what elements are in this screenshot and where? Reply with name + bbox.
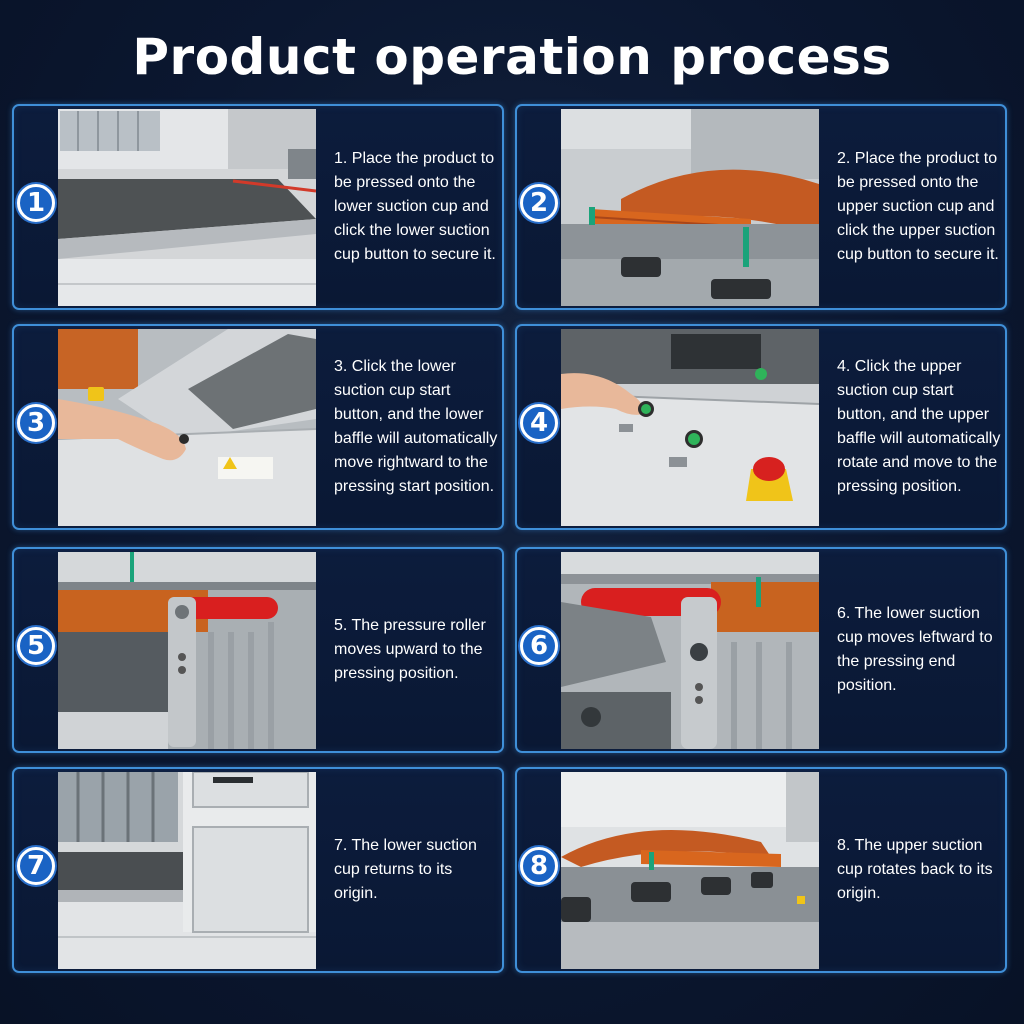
step-description: 2. Place the product to be pressed onto … [837,150,999,263]
step-card-3: 3 3. Click the lower suction cup start b… [12,324,504,530]
step-number-badge: 2 [520,184,558,222]
page-title: Product operation process [132,28,892,86]
step-number-badge: 8 [520,847,558,885]
step-number-badge: 7 [17,847,55,885]
step-card-5: 5 5. The pressure roller moves upward to… [12,547,504,753]
step-number-badge: 3 [17,404,55,442]
step-description: 5. The pressure roller moves upward to t… [334,617,486,682]
step-number-badge: 6 [520,627,558,665]
step-photo [58,109,316,306]
step-photo [58,772,316,969]
step-photo [561,772,819,969]
step-photo [58,329,316,526]
step-card-7: 7 7. The lower suction cup returns to it… [12,767,504,973]
step-description: 3. Click the lower suction cup start but… [334,358,498,495]
step-description: 6. The lower suction cup moves leftward … [837,605,993,694]
step-number-badge: 4 [520,404,558,442]
step-description: 7. The lower suction cup returns to its … [334,837,477,902]
step-card-8: 8 8. The upper suction cup rotates back … [515,767,1007,973]
step-description: 4. Click the upper suction cup start but… [837,358,1001,495]
step-description: 8. The upper suction cup rotates back to… [837,837,993,902]
step-number-badge: 5 [17,627,55,665]
step-photo [561,109,819,306]
step-photo [561,552,819,749]
step-description: 1. Place the product to be pressed onto … [334,150,496,263]
step-photo [561,329,819,526]
step-number-badge: 1 [17,184,55,222]
step-card-6: 6 6. The lower suction cup moves leftwar… [515,547,1007,753]
step-card-2: 2 2. Place the product to be pressed ont… [515,104,1007,310]
step-photo [58,552,316,749]
step-card-1: 1 1. Place the product to be pressed ont… [12,104,504,310]
step-card-4: 4 4. Click the upper suction cup start b… [515,324,1007,530]
